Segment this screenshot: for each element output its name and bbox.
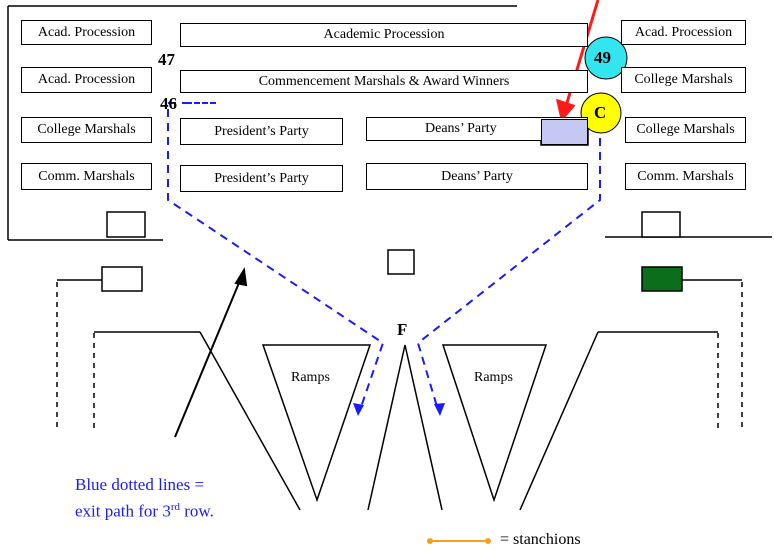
small-box-left-upper — [106, 211, 146, 238]
small-box-right-upper — [641, 211, 681, 238]
circle-49-label: 49 — [594, 48, 611, 67]
exit-arrowheads — [353, 403, 445, 416]
marker-46-dash — [186, 102, 216, 104]
small-box-center — [387, 249, 415, 275]
circle-c — [580, 92, 622, 134]
row1-right-box: Acad. Procession — [621, 20, 746, 45]
highlight-box-overlay — [541, 119, 588, 145]
exit-path — [167, 102, 601, 411]
ramp-right-label: Ramps — [474, 370, 513, 385]
marker-46: 46 — [160, 94, 177, 113]
ramp-left — [261, 344, 372, 503]
ramp-left-label: Ramps — [291, 370, 330, 385]
stanchions-legend-label: = stanchions — [500, 531, 581, 548]
row4-president-box: President’s Party — [180, 165, 343, 192]
path-note-line1: Blue dotted lines = — [75, 475, 205, 494]
path-note-sup: rd — [170, 501, 181, 513]
row3-president-box: President’s Party — [180, 118, 343, 145]
path-note: Blue dotted lines = exit path for 3rd ro… — [75, 474, 214, 523]
ramp-right — [441, 344, 548, 503]
circle-49 — [584, 36, 628, 80]
row4-right-box: Comm. Marshals — [625, 163, 746, 190]
row1-center-box: Academic Procession — [180, 23, 588, 47]
row2-left-box: Acad. Procession — [21, 67, 152, 93]
circle-c-label: C — [594, 103, 607, 122]
row1-left-box: Acad. Procession — [21, 20, 152, 45]
stage-outline — [7, 5, 772, 241]
row4-deans-box: Deans’ Party — [366, 163, 588, 190]
row4-left-box: Comm. Marshals — [21, 163, 152, 190]
row2-center-box: Commencement Marshals & Award Winners — [180, 70, 588, 93]
black-arrow — [174, 267, 248, 438]
path-note-line2-pre: exit path for 3 — [75, 501, 171, 521]
row2-right-box: College Marshals — [621, 67, 746, 93]
path-note-line2-post: row. — [180, 501, 214, 521]
dashed-side-lines — [56, 282, 743, 430]
walkway-lines — [94, 331, 718, 511]
stanchion-symbol — [427, 538, 491, 544]
marker-47: 47 — [158, 50, 175, 69]
small-box-left-lower — [101, 266, 143, 292]
path-note-line2: exit path for 3rd row. — [75, 496, 214, 523]
row3-right-box: College Marshals — [625, 117, 746, 143]
marker-f: F — [397, 320, 408, 339]
row3-left-box: College Marshals — [21, 117, 152, 143]
green-box — [641, 266, 683, 292]
small-boxes — [101, 211, 681, 292]
